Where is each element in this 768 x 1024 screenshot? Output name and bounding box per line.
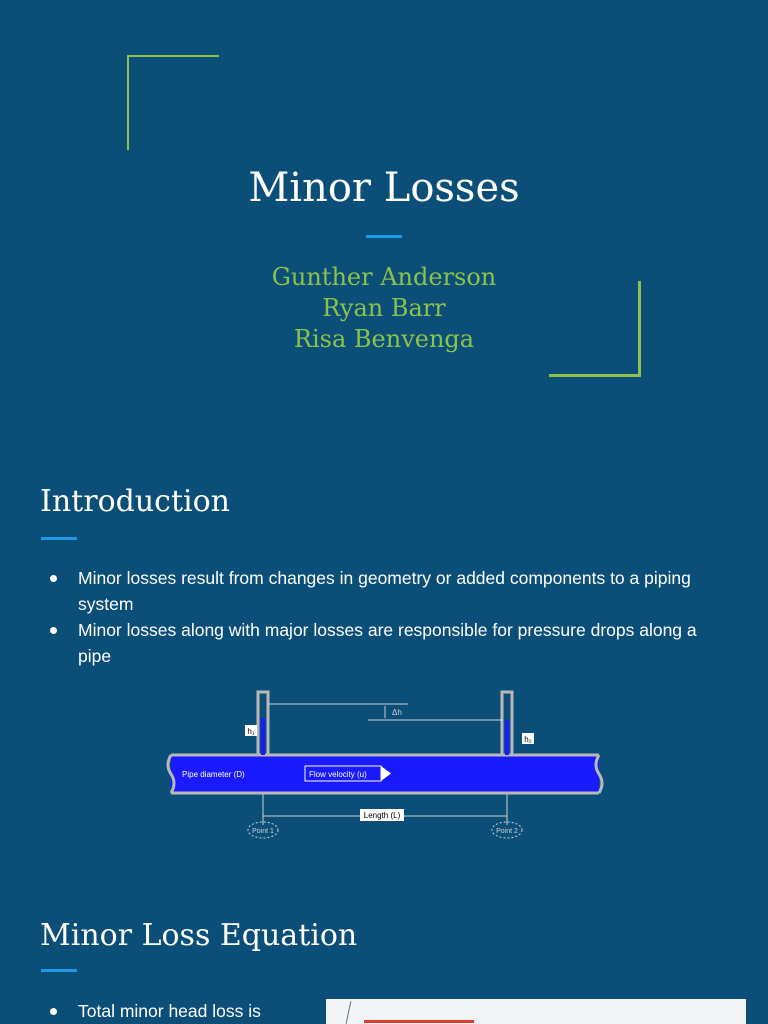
label-point-2: Point 2 bbox=[496, 828, 518, 835]
list-item: Total minor head loss is bbox=[48, 998, 328, 1024]
corner-bracket-bottom-right bbox=[549, 281, 641, 377]
bullet-list: Minor losses result from changes in geom… bbox=[48, 565, 728, 669]
title-accent-line bbox=[366, 235, 402, 238]
presentation-title: Minor Losses bbox=[248, 165, 520, 211]
bullet-text: Total minor head loss is bbox=[78, 1001, 261, 1021]
label-h2: h₂ bbox=[524, 735, 532, 744]
label-box bbox=[360, 809, 404, 821]
section-accent-line bbox=[41, 969, 77, 972]
pipe-left-break bbox=[166, 754, 176, 794]
corner-bracket-top-left bbox=[127, 55, 219, 150]
label-length: Length (L) bbox=[364, 811, 401, 820]
label-point-1: Point 1 bbox=[252, 828, 274, 835]
bullet-icon bbox=[50, 627, 57, 634]
author-name: Gunther Anderson bbox=[271, 263, 497, 291]
label-box bbox=[522, 733, 534, 744]
label-h1: h₁ bbox=[247, 727, 254, 736]
pipe-flow-diagram: h₁ h₂ Δh Pipe diameter (D) Flow velocity… bbox=[166, 690, 604, 839]
label-diameter: Pipe diameter (D) bbox=[182, 770, 245, 779]
bullet-icon bbox=[50, 575, 57, 582]
label-velocity: Flow velocity (u) bbox=[309, 770, 367, 779]
bullet-text: Minor losses result from changes in geom… bbox=[78, 568, 691, 614]
figure-highlight bbox=[364, 1020, 474, 1023]
section-title-equation: Minor Loss Equation bbox=[40, 918, 358, 953]
author-list: Gunther Anderson Ryan Barr Risa Benvenga bbox=[0, 262, 768, 355]
author-name: Risa Benvenga bbox=[293, 325, 475, 353]
list-item: Minor losses result from changes in geom… bbox=[48, 565, 728, 617]
section-title-introduction: Introduction bbox=[40, 484, 230, 519]
pipe-right-break bbox=[594, 754, 604, 794]
water-column-1 bbox=[261, 718, 265, 755]
equation-figure bbox=[326, 999, 746, 1024]
bullet-list: Total minor head loss is bbox=[48, 998, 328, 1024]
label-box bbox=[245, 725, 257, 736]
figure-line bbox=[345, 1001, 352, 1024]
bullet-icon bbox=[50, 1008, 57, 1015]
point-marker-1 bbox=[247, 821, 279, 839]
section-accent-line bbox=[41, 537, 77, 540]
point-marker-2 bbox=[491, 821, 523, 839]
water-column-2 bbox=[505, 720, 509, 755]
list-item: Minor losses along with major losses are… bbox=[48, 617, 728, 669]
label-delta: Δh bbox=[392, 708, 402, 717]
flow-arrow-icon bbox=[381, 766, 391, 781]
bullet-text: Minor losses along with major losses are… bbox=[78, 620, 697, 666]
author-name: Ryan Barr bbox=[322, 294, 446, 322]
